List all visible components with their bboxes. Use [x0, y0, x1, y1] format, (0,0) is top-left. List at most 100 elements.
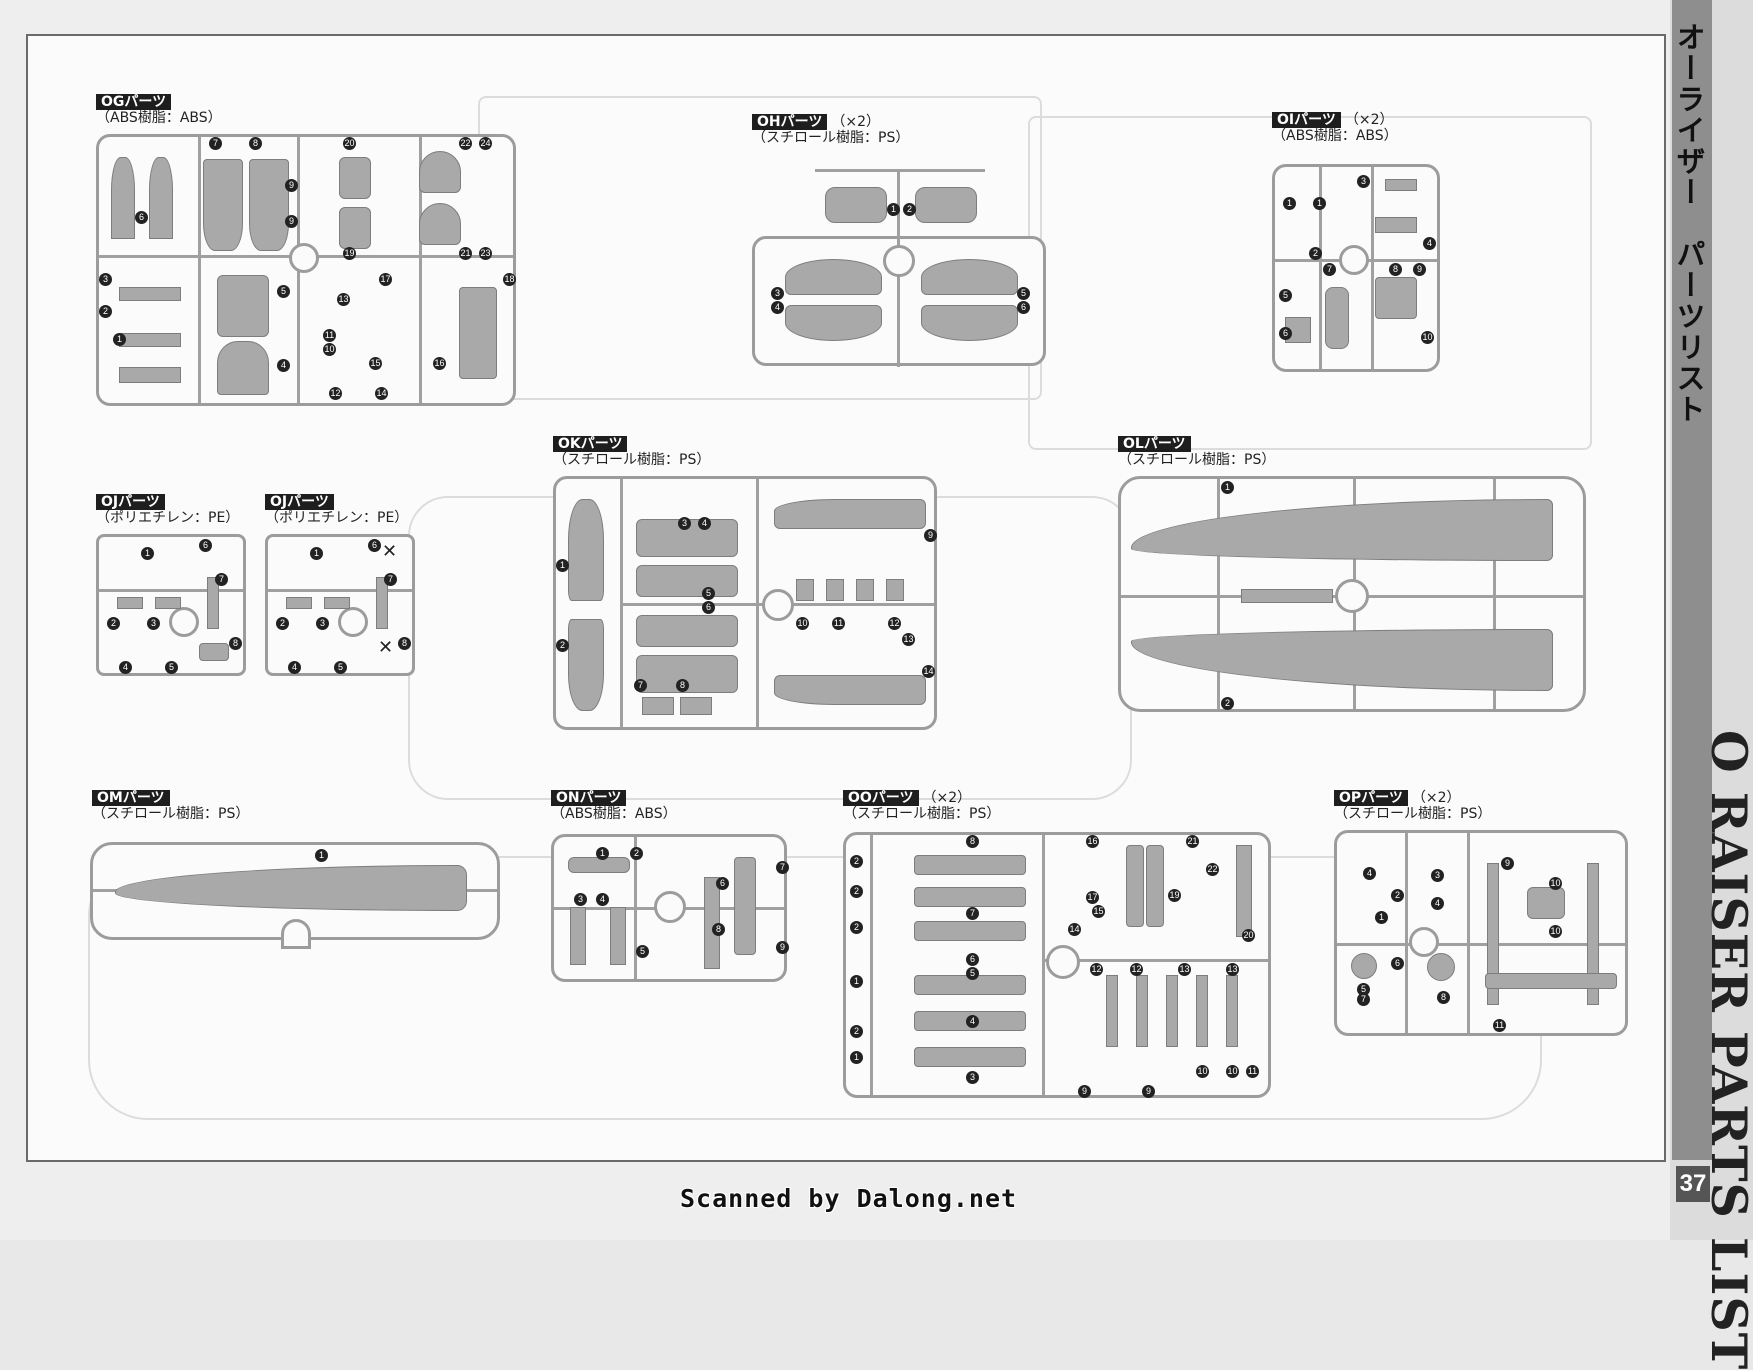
- runner-gate: [1339, 245, 1369, 275]
- part-number-marker: 13: [337, 293, 350, 306]
- part-number-marker: 12: [329, 387, 342, 400]
- op-sprue: 4 3 4 2 1 9 10 10 6 5 8 7 11: [1334, 830, 1628, 1036]
- part-number-marker: 4: [119, 661, 132, 674]
- part-number-marker: 19: [1168, 889, 1181, 902]
- part-number-marker: 1: [315, 849, 328, 862]
- part-number-marker: 9: [776, 941, 789, 954]
- plastic-part: [217, 341, 269, 395]
- runner-bar: [268, 589, 412, 592]
- plastic-part: [149, 157, 173, 239]
- plastic-part: [785, 259, 882, 295]
- plastic-part: [419, 151, 461, 193]
- part-number-marker: 1: [850, 975, 863, 988]
- plastic-part: [1587, 863, 1599, 1005]
- page-number: 37: [1676, 1166, 1710, 1202]
- plastic-part: [339, 207, 371, 249]
- part-number-marker: 1: [310, 547, 323, 560]
- part-tag: OGパーツ: [96, 94, 172, 110]
- plastic-part: [1385, 179, 1417, 191]
- plastic-part: [459, 287, 497, 379]
- material-label: （スチロール樹脂：PS）: [1334, 806, 1492, 822]
- part-number-marker: 6: [966, 953, 979, 966]
- plastic-part: [119, 287, 181, 301]
- part-number-marker: 1: [596, 847, 609, 860]
- material-label: （ABS樹脂：ABS）: [96, 110, 222, 126]
- material-label: （スチロール樹脂：PS）: [843, 806, 1001, 822]
- part-number-marker: 1: [850, 1051, 863, 1064]
- part-number-marker: 7: [776, 861, 789, 874]
- plastic-part: [1375, 217, 1417, 233]
- runner-gate: [762, 589, 794, 621]
- plastic-part: [217, 275, 269, 337]
- plastic-part: [1131, 629, 1553, 691]
- part-tag: OIパーツ: [1272, 112, 1341, 128]
- plastic-part: [568, 619, 604, 711]
- part-number-marker: 2: [99, 305, 112, 318]
- og-sprue: 6 7 8 3 2 1 5 4 9 9 20 19 22 24 21 23 18…: [96, 134, 516, 406]
- runner-gate: [1335, 579, 1369, 613]
- material-label: （ポリエチレン：PE）: [96, 510, 240, 526]
- oo-parts-group: OOパーツ（×2） （スチロール樹脂：PS）: [843, 790, 1000, 823]
- om-sprue: 1: [90, 842, 500, 949]
- plastic-part: [914, 1047, 1026, 1067]
- part-number-marker: 22: [459, 137, 472, 150]
- part-number-marker: 14: [922, 665, 935, 678]
- plastic-part: [1351, 953, 1377, 979]
- material-label: （スチロール樹脂：PS）: [1118, 452, 1276, 468]
- part-number-marker: 3: [678, 517, 691, 530]
- oj-parts-group-2: OJパーツ （ポリエチレン：PE）: [265, 494, 408, 527]
- plastic-part: [1487, 863, 1499, 1005]
- part-number-marker: 8: [1437, 991, 1450, 1004]
- part-number-marker: 3: [99, 273, 112, 286]
- part-number-marker: 13: [1178, 963, 1191, 976]
- part-number-marker: 7: [1323, 263, 1336, 276]
- part-number-marker: 1: [1283, 197, 1296, 210]
- part-number-marker: 3: [966, 1071, 979, 1084]
- plastic-part: [1196, 975, 1208, 1047]
- part-number-marker: 5: [277, 285, 290, 298]
- part-number-marker: 9: [1142, 1085, 1155, 1098]
- part-number-marker: 2: [556, 639, 569, 652]
- plastic-part: [207, 577, 219, 629]
- part-number-marker: 10: [796, 617, 809, 630]
- scan-credit-text: Scanned by Dalong.net: [680, 1184, 1018, 1213]
- multiplier-label: （×2）: [1344, 112, 1394, 128]
- part-number-marker: 2: [276, 617, 289, 630]
- part-number-marker: 7: [1357, 993, 1370, 1006]
- part-number-marker: 1: [1313, 197, 1326, 210]
- on-parts-group: ONパーツ （ABS樹脂：ABS）: [551, 790, 677, 823]
- plastic-part: [774, 499, 926, 529]
- runner-bar: [1042, 835, 1045, 1095]
- plastic-part: [1126, 845, 1144, 927]
- part-number-marker: 9: [1501, 857, 1514, 870]
- part-number-marker: 2: [850, 921, 863, 934]
- part-number-marker: 10: [1549, 877, 1562, 890]
- plastic-part: [636, 565, 738, 597]
- part-number-marker: 19: [343, 247, 356, 260]
- part-tag: ONパーツ: [551, 790, 627, 806]
- runner-bar: [1371, 167, 1374, 369]
- runner-bar: [1042, 959, 1268, 962]
- part-number-marker: 5: [636, 945, 649, 958]
- part-number-marker: 2: [850, 855, 863, 868]
- part-number-marker: 17: [1086, 891, 1099, 904]
- om-parts-group: OMパーツ （スチロール樹脂：PS）: [92, 790, 249, 823]
- part-number-marker: 2: [903, 203, 916, 216]
- part-number-marker: 14: [375, 387, 388, 400]
- part-number-marker: 10: [1196, 1065, 1209, 1078]
- page-title-jp: オーライザー パーツリスト: [1672, 22, 1706, 425]
- part-number-marker: 8: [712, 923, 725, 936]
- runner-bar: [419, 137, 422, 403]
- material-label: （ポリエチレン：PE）: [265, 510, 409, 526]
- plastic-part: [680, 697, 712, 715]
- plastic-part: [1527, 887, 1565, 919]
- part-number-marker: 2: [850, 1025, 863, 1038]
- plastic-part: [119, 367, 181, 383]
- part-number-marker: 1: [1221, 481, 1234, 494]
- part-tag: OLパーツ: [1118, 436, 1191, 452]
- multiplier-label: （×2）: [1411, 790, 1461, 806]
- runner-bar: [1319, 167, 1322, 369]
- og-parts-group: OGパーツ （ABS樹脂：ABS）: [96, 94, 222, 127]
- part-number-marker: 9: [285, 215, 298, 228]
- plastic-part: [1236, 845, 1252, 937]
